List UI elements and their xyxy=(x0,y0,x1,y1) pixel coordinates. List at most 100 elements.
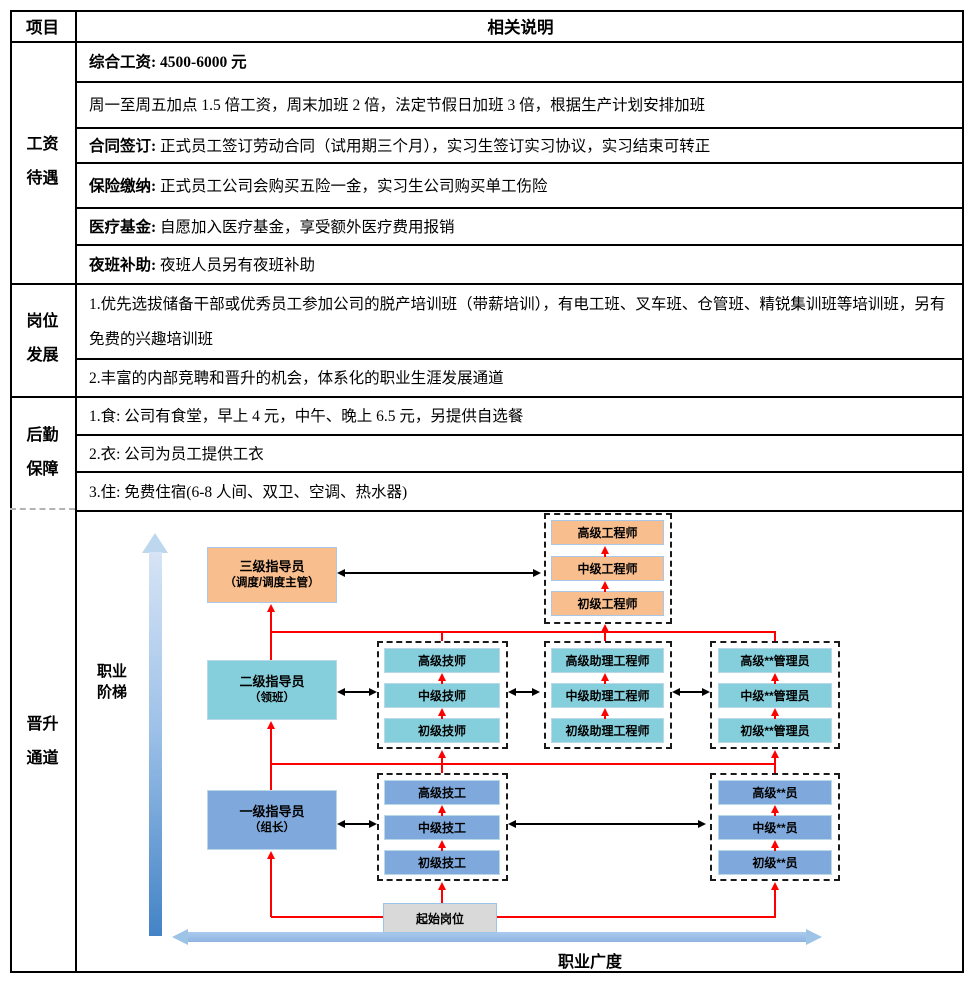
row-divider xyxy=(75,471,964,473)
y-axis-shaft xyxy=(149,552,162,936)
section-label-development: 岗位 发展 xyxy=(10,305,75,373)
table-row: 1.优先选拔储备干部或优秀员工参加公司的脱产培训班（带薪培训），有电工班、叉车班… xyxy=(89,296,946,348)
node-senior-assistant-engineer: 高级助理工程师 xyxy=(551,648,664,673)
promotion-line xyxy=(774,758,776,773)
table-row: 夜班补助: 夜班人员另有夜班补助 xyxy=(89,244,951,283)
row-lead: 综合工资: xyxy=(89,54,161,71)
row-divider xyxy=(75,207,964,209)
node-guide-level2: 二级指导员 （领班） xyxy=(207,660,337,720)
table-row: 2.丰富的内部竞聘和晋升的机会，体系化的职业生涯发展通道 xyxy=(89,358,951,396)
label-line: 岗位 xyxy=(26,313,59,330)
up-arrow-icon xyxy=(771,805,779,816)
promotion-arrow-icon xyxy=(438,750,446,758)
promotion-arrow-icon xyxy=(771,750,779,758)
row-divider xyxy=(75,358,964,360)
y-axis-label-line: 阶梯 xyxy=(96,684,127,701)
row-lead: 保险缴纳: xyxy=(89,177,161,195)
promotion-line xyxy=(604,632,606,641)
column-divider xyxy=(75,10,77,973)
row-divider xyxy=(75,510,964,512)
promotion-rail xyxy=(271,631,776,633)
promotion-arrow-icon xyxy=(267,604,275,612)
y-axis-label-line: 职业 xyxy=(96,663,127,680)
node-title: 三级指导员 xyxy=(239,559,305,574)
group-divider xyxy=(10,283,964,285)
node-junior-technician: 初级技师 xyxy=(384,718,500,743)
x-axis-label: 职业广度 xyxy=(557,954,622,971)
node-senior-worker: 高级技工 xyxy=(384,780,500,805)
label-line: 后勤 xyxy=(26,427,59,444)
promotion-line xyxy=(270,729,272,790)
label-line: 通道 xyxy=(26,750,59,767)
x-axis-right-arrow-icon xyxy=(806,929,822,945)
table-row: 2.衣: 公司为员工提供工衣 xyxy=(89,434,951,471)
promotion-line xyxy=(441,631,443,641)
table-row: 1.食: 公司有食堂，早上 4 元，中午、晚上 6.5 元，另提供自选餐 xyxy=(89,396,951,434)
node-mid-staff: 中级**员 xyxy=(718,815,832,840)
row-lead: 合同签订: xyxy=(89,137,161,155)
x-axis-shaft xyxy=(187,932,807,942)
node-mid-technician: 中级技师 xyxy=(384,683,500,708)
row-lead: 医疗基金: xyxy=(89,218,161,236)
staff-group-frame xyxy=(710,773,840,881)
label-line: 发展 xyxy=(26,347,59,364)
section-label-salary: 工资 待遇 xyxy=(10,128,75,196)
up-arrow-icon xyxy=(601,673,609,684)
row-divider xyxy=(75,81,964,83)
lateral-arrow xyxy=(508,688,540,696)
node-subtitle: （组长） xyxy=(249,822,295,834)
node-senior-manager: 高级**管理员 xyxy=(718,648,832,673)
label-line: 工资 xyxy=(26,136,59,153)
section-label-promotion: 晋升 通道 xyxy=(10,708,75,776)
promotion-arrow-icon xyxy=(267,851,275,859)
promotion-arrow-icon xyxy=(771,882,779,890)
up-arrow-icon xyxy=(438,708,446,719)
y-axis-label: 职业 阶梯 xyxy=(82,661,142,703)
node-title: 一级指导员 xyxy=(239,804,305,819)
assistant-engineer-group-frame xyxy=(544,641,672,749)
row-text: 自愿加入医疗基金，享受额外医疗费用报销 xyxy=(160,218,455,236)
lateral-arrow xyxy=(672,688,710,696)
label-line: 待遇 xyxy=(26,170,59,187)
promotion-rail xyxy=(271,916,383,918)
lateral-arrow xyxy=(337,569,541,577)
up-arrow-icon xyxy=(438,840,446,851)
node-mid-worker: 中级技工 xyxy=(384,815,500,840)
node-start-position: 起始岗位 xyxy=(383,903,497,933)
promotion-rail xyxy=(271,763,776,765)
promotion-line xyxy=(441,890,443,903)
row-text: 正式员工公司会购买五险一金，实习生公司购买单工伤险 xyxy=(160,177,548,195)
up-arrow-icon xyxy=(438,673,446,684)
node-junior-worker: 初级技工 xyxy=(384,850,500,875)
row-text: 2.衣: 公司为员工提供工衣 xyxy=(89,445,264,463)
technician-group-frame xyxy=(377,641,508,749)
lateral-arrow xyxy=(508,820,706,828)
promotion-rail xyxy=(497,916,776,918)
table-row: 医疗基金: 自愿加入医疗基金，享受额外医疗费用报销 xyxy=(89,207,951,244)
label-line: 晋升 xyxy=(26,716,59,733)
header-divider xyxy=(10,41,964,43)
up-arrow-icon xyxy=(601,708,609,719)
node-mid-manager: 中级**管理员 xyxy=(718,683,832,708)
row-text: 2.丰富的内部竞聘和晋升的机会，体系化的职业生涯发展通道 xyxy=(89,370,504,387)
promotion-line xyxy=(774,890,776,917)
row-text: 1.食: 公司有食堂，早上 4 元，中午、晚上 6.5 元，另提供自选餐 xyxy=(89,408,524,425)
table-row: 3.住: 免费住宿(6-8 人间、双卫、空调、热水器) xyxy=(89,471,951,510)
promotion-line xyxy=(270,859,272,917)
node-junior-assistant-engineer: 初级助理工程师 xyxy=(551,718,664,743)
lateral-arrow xyxy=(337,688,377,696)
y-axis-arrow-icon xyxy=(142,533,168,553)
up-arrow-icon xyxy=(601,581,609,592)
promotion-line xyxy=(774,631,776,641)
node-junior-manager: 初级**管理员 xyxy=(718,718,832,743)
node-mid-engineer: 中级工程师 xyxy=(551,556,664,581)
table-row: 周一至周五加点 1.5 倍工资，周末加班 2 倍，法定节假日加班 3 倍，根据生… xyxy=(89,81,951,127)
node-junior-staff: 初级**员 xyxy=(718,850,832,875)
lateral-arrow xyxy=(337,820,377,828)
header-item: 项目 xyxy=(26,17,59,37)
engineer-group-frame xyxy=(544,513,672,624)
node-senior-staff: 高级**员 xyxy=(718,780,832,805)
worker-group-frame xyxy=(377,773,508,881)
up-arrow-icon xyxy=(771,840,779,851)
